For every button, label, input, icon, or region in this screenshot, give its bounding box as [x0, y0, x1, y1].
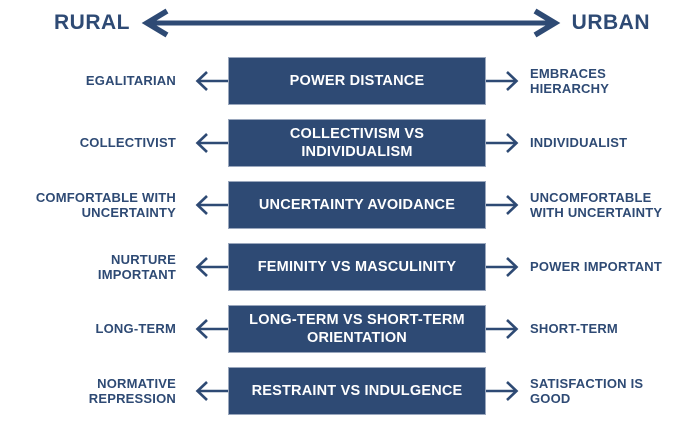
urban-pole-label: UNCOMFORTABLE WITH UNCERTAINTY: [530, 189, 663, 220]
right-arrow-icon: [486, 71, 519, 91]
right-arrow: [486, 181, 528, 229]
header-right-label: URBAN: [571, 11, 650, 34]
right-arrow-icon: [486, 133, 519, 153]
rural-pole-label: NORMATIVE REPRESSION: [88, 375, 176, 406]
right-arrow-icon: [486, 319, 519, 339]
left-arrow: [186, 181, 228, 229]
dimension-row-power-distance: EGALITARIAN POWER DISTANCE EMBRACES HIER…: [0, 57, 700, 105]
right-arrow: [486, 119, 528, 167]
right-arrow-icon: [486, 195, 519, 215]
dimension-rows: EGALITARIAN POWER DISTANCE EMBRACES HIER…: [0, 57, 700, 428]
dimension-row-feminity-masculinity: NURTURE IMPORTANT FEMINITY VS MASCULINIT…: [0, 243, 700, 291]
dimension-row-uncertainty-avoidance: COMFORTABLE WITH UNCERTAINTY UNCERTAINTY…: [0, 181, 700, 229]
left-arrow: [186, 119, 228, 167]
dimension-label: RESTRAINT VS INDULGENCE: [251, 382, 463, 399]
urban-pole-label: SHORT-TERM: [530, 321, 618, 337]
right-arrow-icon: [486, 257, 519, 277]
dimension-label: POWER DISTANCE: [289, 72, 425, 89]
header-left-label: RURAL: [54, 11, 130, 34]
dimension-box: UNCERTAINTY AVOIDANCE: [228, 181, 486, 229]
left-arrow: [186, 367, 228, 415]
left-arrow-icon: [195, 71, 228, 91]
left-arrow-icon: [195, 133, 228, 153]
right-arrow: [486, 57, 528, 105]
dimension-box: RESTRAINT VS INDULGENCE: [228, 367, 486, 415]
left-arrow: [186, 243, 228, 291]
dimension-row-long-term-orientation: LONG-TERM LONG-TERM VS SHORT-TERM ORIENT…: [0, 305, 700, 353]
rural-pole-label: COLLECTIVIST: [79, 135, 176, 151]
dimension-label: UNCERTAINTY AVOIDANCE: [258, 196, 456, 213]
rural-pole-label: COMFORTABLE WITH UNCERTAINTY: [35, 189, 176, 220]
rural-pole-label: NURTURE IMPORTANT: [97, 251, 176, 282]
dimension-box: FEMINITY VS MASCULINITY: [228, 243, 486, 291]
urban-pole-label: POWER IMPORTANT: [530, 259, 663, 275]
left-arrow-icon: [195, 381, 228, 401]
left-arrow: [186, 57, 228, 105]
rural-pole-label: LONG-TERM: [95, 321, 176, 337]
dimension-label: COLLECTIVISM VS INDIVIDUALISM: [289, 125, 425, 160]
left-arrow-icon: [195, 257, 228, 277]
left-arrow-icon: [195, 195, 228, 215]
dimension-label: FEMINITY VS MASCULINITY: [257, 258, 457, 275]
right-arrow: [486, 367, 528, 415]
dimension-row-restraint-indulgence: NORMATIVE REPRESSION RESTRAINT VS INDULG…: [0, 367, 700, 415]
right-arrow: [486, 243, 528, 291]
dimension-label: LONG-TERM VS SHORT-TERM ORIENTATION: [249, 311, 465, 346]
double-arrow-icon: [141, 8, 561, 38]
urban-pole-label: SATISFACTION IS GOOD: [530, 375, 644, 406]
urban-pole-label: EMBRACES HIERARCHY: [530, 65, 610, 96]
right-arrow-icon: [486, 381, 519, 401]
rural-pole-label: EGALITARIAN: [85, 73, 176, 89]
urban-pole-label: INDIVIDUALIST: [530, 135, 628, 151]
dimension-box: LONG-TERM VS SHORT-TERM ORIENTATION: [228, 305, 486, 353]
header: RURAL URBAN: [0, 6, 700, 40]
left-arrow: [186, 305, 228, 353]
dimension-box: POWER DISTANCE: [228, 57, 486, 105]
dimension-box: COLLECTIVISM VS INDIVIDUALISM: [228, 119, 486, 167]
right-arrow: [486, 305, 528, 353]
dimension-row-collectivism: COLLECTIVIST COLLECTIVISM VS INDIVIDUALI…: [0, 119, 700, 167]
left-arrow-icon: [195, 319, 228, 339]
